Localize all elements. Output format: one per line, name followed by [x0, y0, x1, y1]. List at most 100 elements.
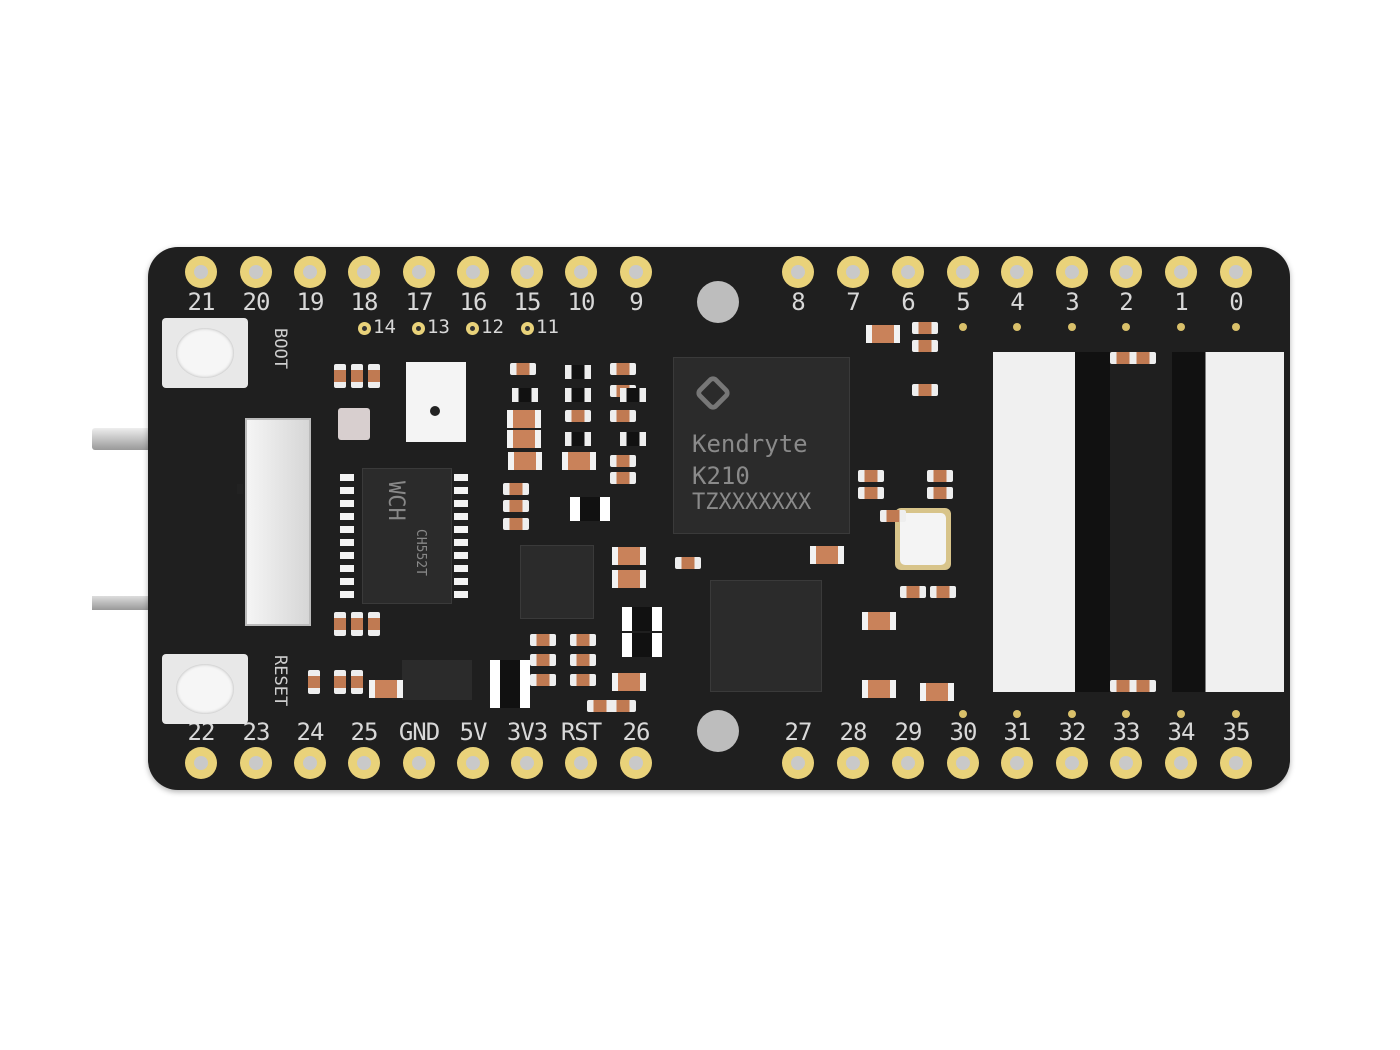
- pin-label: 20: [242, 288, 271, 316]
- pin-label: 17: [405, 288, 434, 316]
- k210-chip: Kendryte K210 TZXXXXXXX: [673, 357, 850, 534]
- pin-label: 27: [784, 718, 813, 746]
- capacitor: [612, 570, 646, 588]
- ic-leg: [454, 500, 468, 507]
- pin-label: 2: [1119, 288, 1133, 316]
- small-pin-pad: [358, 322, 371, 335]
- resistor: [912, 322, 938, 334]
- diode: [490, 684, 530, 708]
- pin-label: RST: [560, 718, 602, 746]
- resistor: [530, 654, 556, 666]
- ic-leg: [340, 474, 354, 481]
- capacitor: [810, 546, 844, 564]
- resistor: [880, 510, 906, 522]
- header-pin-pad: [1001, 256, 1033, 288]
- ic-leg: [454, 591, 468, 598]
- via-pad: [1122, 323, 1130, 331]
- resistor: [858, 470, 884, 482]
- via-pad: [1068, 323, 1076, 331]
- pin-label: 10: [567, 288, 596, 316]
- header-pin-pad: [1165, 747, 1197, 779]
- chip-model-ch552t: CH552T: [413, 529, 428, 576]
- microphone: [406, 362, 466, 442]
- header-pin-pad: [348, 747, 380, 779]
- ic-leg: [340, 513, 354, 520]
- resistor: [334, 670, 346, 694]
- resistor: [368, 612, 380, 636]
- resistor: [927, 487, 953, 499]
- header-pin-pad: [1056, 256, 1088, 288]
- header-pin-pad: [185, 747, 217, 779]
- resistor: [620, 388, 646, 402]
- pin-label: 1: [1174, 288, 1188, 316]
- header-pin-pad: [403, 747, 435, 779]
- resistor: [351, 364, 363, 388]
- reset-label: RESET: [270, 655, 290, 707]
- resistor: [565, 365, 591, 379]
- via-pad: [1122, 710, 1130, 718]
- pin-label: 5V: [459, 718, 488, 746]
- via-pad: [1232, 710, 1240, 718]
- resistor: [503, 518, 529, 530]
- resistor: [912, 340, 938, 352]
- ic-leg: [340, 539, 354, 546]
- led: [338, 408, 370, 440]
- pin-label: 29: [894, 718, 923, 746]
- pin-label: 34: [1167, 718, 1196, 746]
- boot-label: BOOT: [270, 328, 290, 369]
- ic-leg: [454, 474, 468, 481]
- small-pin-pad: [466, 322, 479, 335]
- header-pin-pad: [947, 747, 979, 779]
- usb-c-housing: [237, 418, 311, 626]
- ic-leg: [454, 487, 468, 494]
- fpc-connector-left: [993, 352, 1110, 692]
- resistor: [503, 483, 529, 495]
- header-pin-pad: [837, 256, 869, 288]
- resistor: [570, 654, 596, 666]
- resistor: [530, 674, 556, 686]
- resistor: [565, 410, 591, 422]
- reset-button[interactable]: [162, 654, 248, 724]
- resistor: [351, 670, 363, 694]
- ic-leg: [340, 552, 354, 559]
- header-pin-pad: [565, 747, 597, 779]
- ic-leg: [340, 500, 354, 507]
- via-pad: [1177, 323, 1185, 331]
- header-pin-pad: [457, 256, 489, 288]
- header-pin-pad: [1110, 747, 1142, 779]
- resistor: [1130, 352, 1156, 364]
- ic-leg: [340, 591, 354, 598]
- pin-label: 4: [1010, 288, 1024, 316]
- capacitor: [612, 547, 646, 565]
- mounting-hole-bottom: [697, 710, 739, 752]
- diode: [622, 607, 662, 631]
- capacitor: [562, 452, 596, 470]
- header-pin-pad: [565, 256, 597, 288]
- pin-label: 21: [187, 288, 216, 316]
- pin-label: 31: [1003, 718, 1032, 746]
- capacitor: [612, 673, 646, 691]
- resistor: [900, 586, 926, 598]
- small-pin-label: 12: [481, 316, 504, 338]
- capacitor: [920, 683, 954, 701]
- resistor: [927, 470, 953, 482]
- via-pad: [959, 710, 967, 718]
- pin-label: 32: [1058, 718, 1087, 746]
- boot-button[interactable]: [162, 318, 248, 388]
- chip-serial: TZXXXXXXX: [692, 490, 812, 515]
- resistor: [334, 364, 346, 388]
- resistor: [368, 364, 380, 388]
- ic-leg: [454, 539, 468, 546]
- resistor: [503, 500, 529, 512]
- ch552t-chip: WCH CH552T: [362, 468, 452, 604]
- ic-leg: [454, 526, 468, 533]
- kendryte-logo-icon: [693, 373, 733, 413]
- resistor: [1110, 680, 1136, 692]
- pin-label: 19: [296, 288, 325, 316]
- small-pin-label: 13: [427, 316, 450, 338]
- resistor: [570, 634, 596, 646]
- capacitor: [862, 680, 896, 698]
- resistor: [610, 700, 636, 712]
- resistor: [675, 557, 701, 569]
- header-pin-pad: [294, 747, 326, 779]
